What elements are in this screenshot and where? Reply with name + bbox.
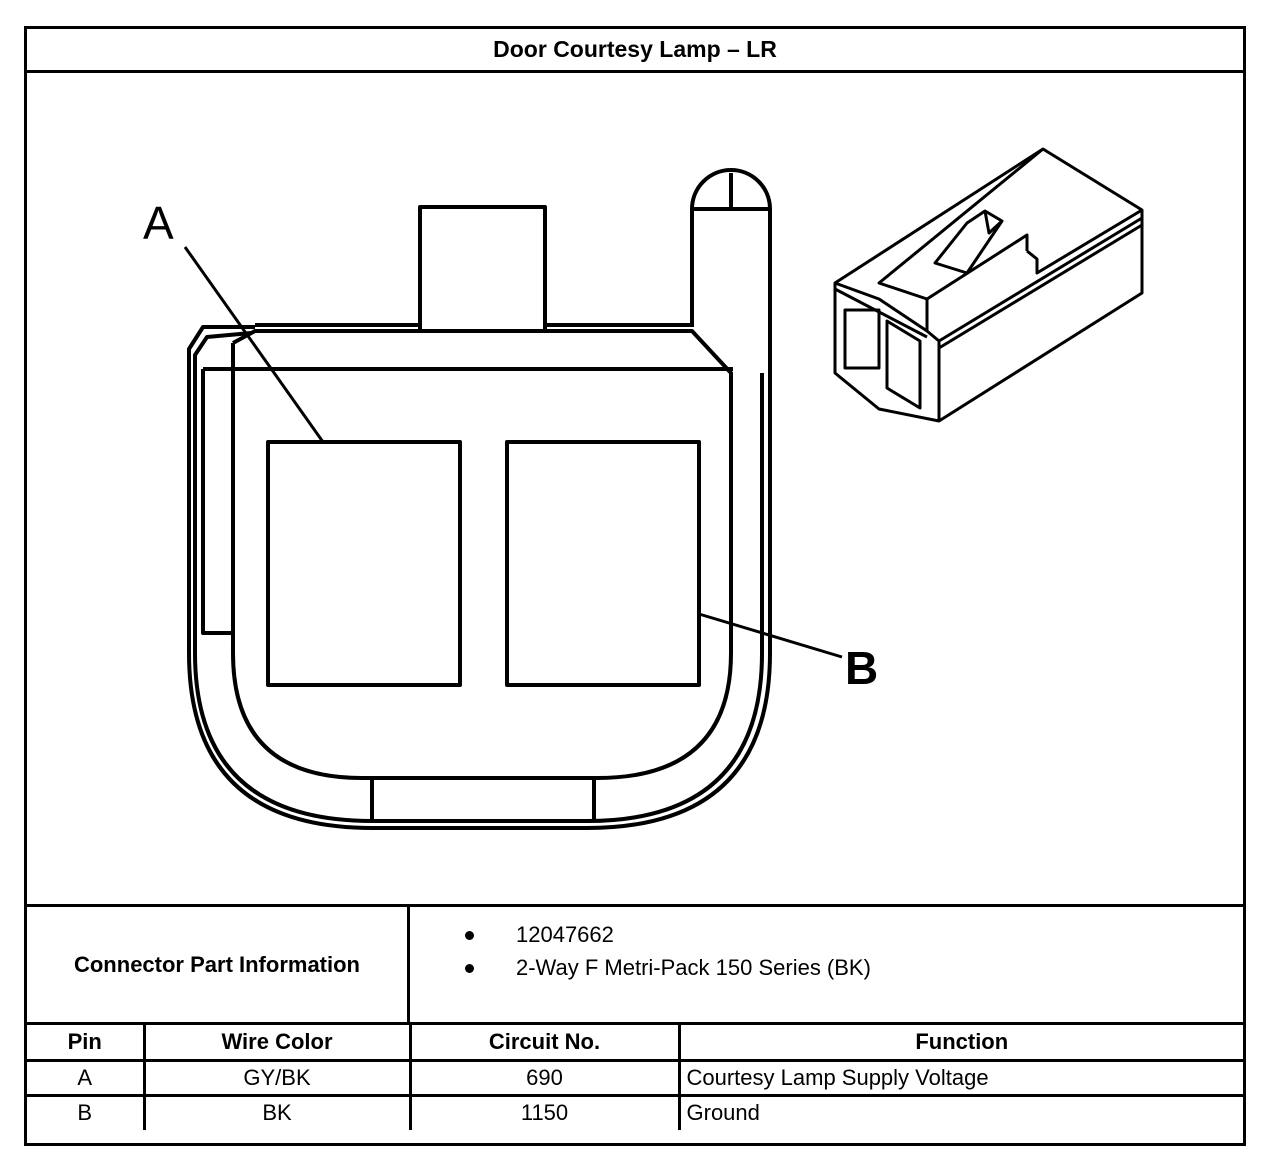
header-circuit-no: Circuit No. <box>408 1025 681 1062</box>
cell-function: Courtesy Lamp Supply Voltage <box>677 1058 1243 1097</box>
header-function: Function <box>677 1025 1243 1062</box>
pin-b-label: B <box>845 642 878 694</box>
table-row: B BK 1150 Ground <box>27 1093 1243 1130</box>
header-wire-color: Wire Color <box>142 1025 412 1062</box>
page-title: Door Courtesy Lamp – LR <box>27 29 1243 73</box>
connector-isometric-drawing <box>833 147 1144 423</box>
connector-drawing: A B <box>143 147 1144 830</box>
connector-info-label: Connector Part Information <box>27 907 410 1022</box>
bullet-icon <box>465 963 474 973</box>
connector-part-info: Connector Part Information 12047662 2-Wa… <box>27 904 1243 1025</box>
header-pin: Pin <box>27 1025 146 1062</box>
cell-wire-color: BK <box>142 1093 412 1130</box>
connector-sheet: Door Courtesy Lamp – LR <box>24 26 1246 1146</box>
cell-circuit-no: 1150 <box>408 1093 681 1130</box>
cell-wire-color: GY/BK <box>142 1058 412 1097</box>
connector-description: 2-Way F Metri-Pack 150 Series (BK) <box>516 955 871 980</box>
part-number: 12047662 <box>516 922 614 947</box>
cell-function: Ground <box>677 1093 1243 1130</box>
cell-pin: B <box>27 1093 146 1130</box>
pin-table: Pin Wire Color Circuit No. Function A GY… <box>27 1025 1243 1130</box>
list-item: 2-Way F Metri-Pack 150 Series (BK) <box>465 955 871 981</box>
connector-face-drawing <box>183 168 843 830</box>
bullet-icon <box>465 930 474 940</box>
table-row: A GY/BK 690 Courtesy Lamp Supply Voltage <box>27 1058 1243 1097</box>
cell-circuit-no: 690 <box>408 1058 681 1097</box>
connector-info-list: 12047662 2-Way F Metri-Pack 150 Series (… <box>410 907 1243 1022</box>
cell-pin: A <box>27 1058 146 1097</box>
connector-diagram: A B <box>27 73 1243 907</box>
pin-a-label: A <box>143 197 174 249</box>
list-item: 12047662 <box>465 922 614 948</box>
table-header-row: Pin Wire Color Circuit No. Function <box>27 1025 1243 1062</box>
